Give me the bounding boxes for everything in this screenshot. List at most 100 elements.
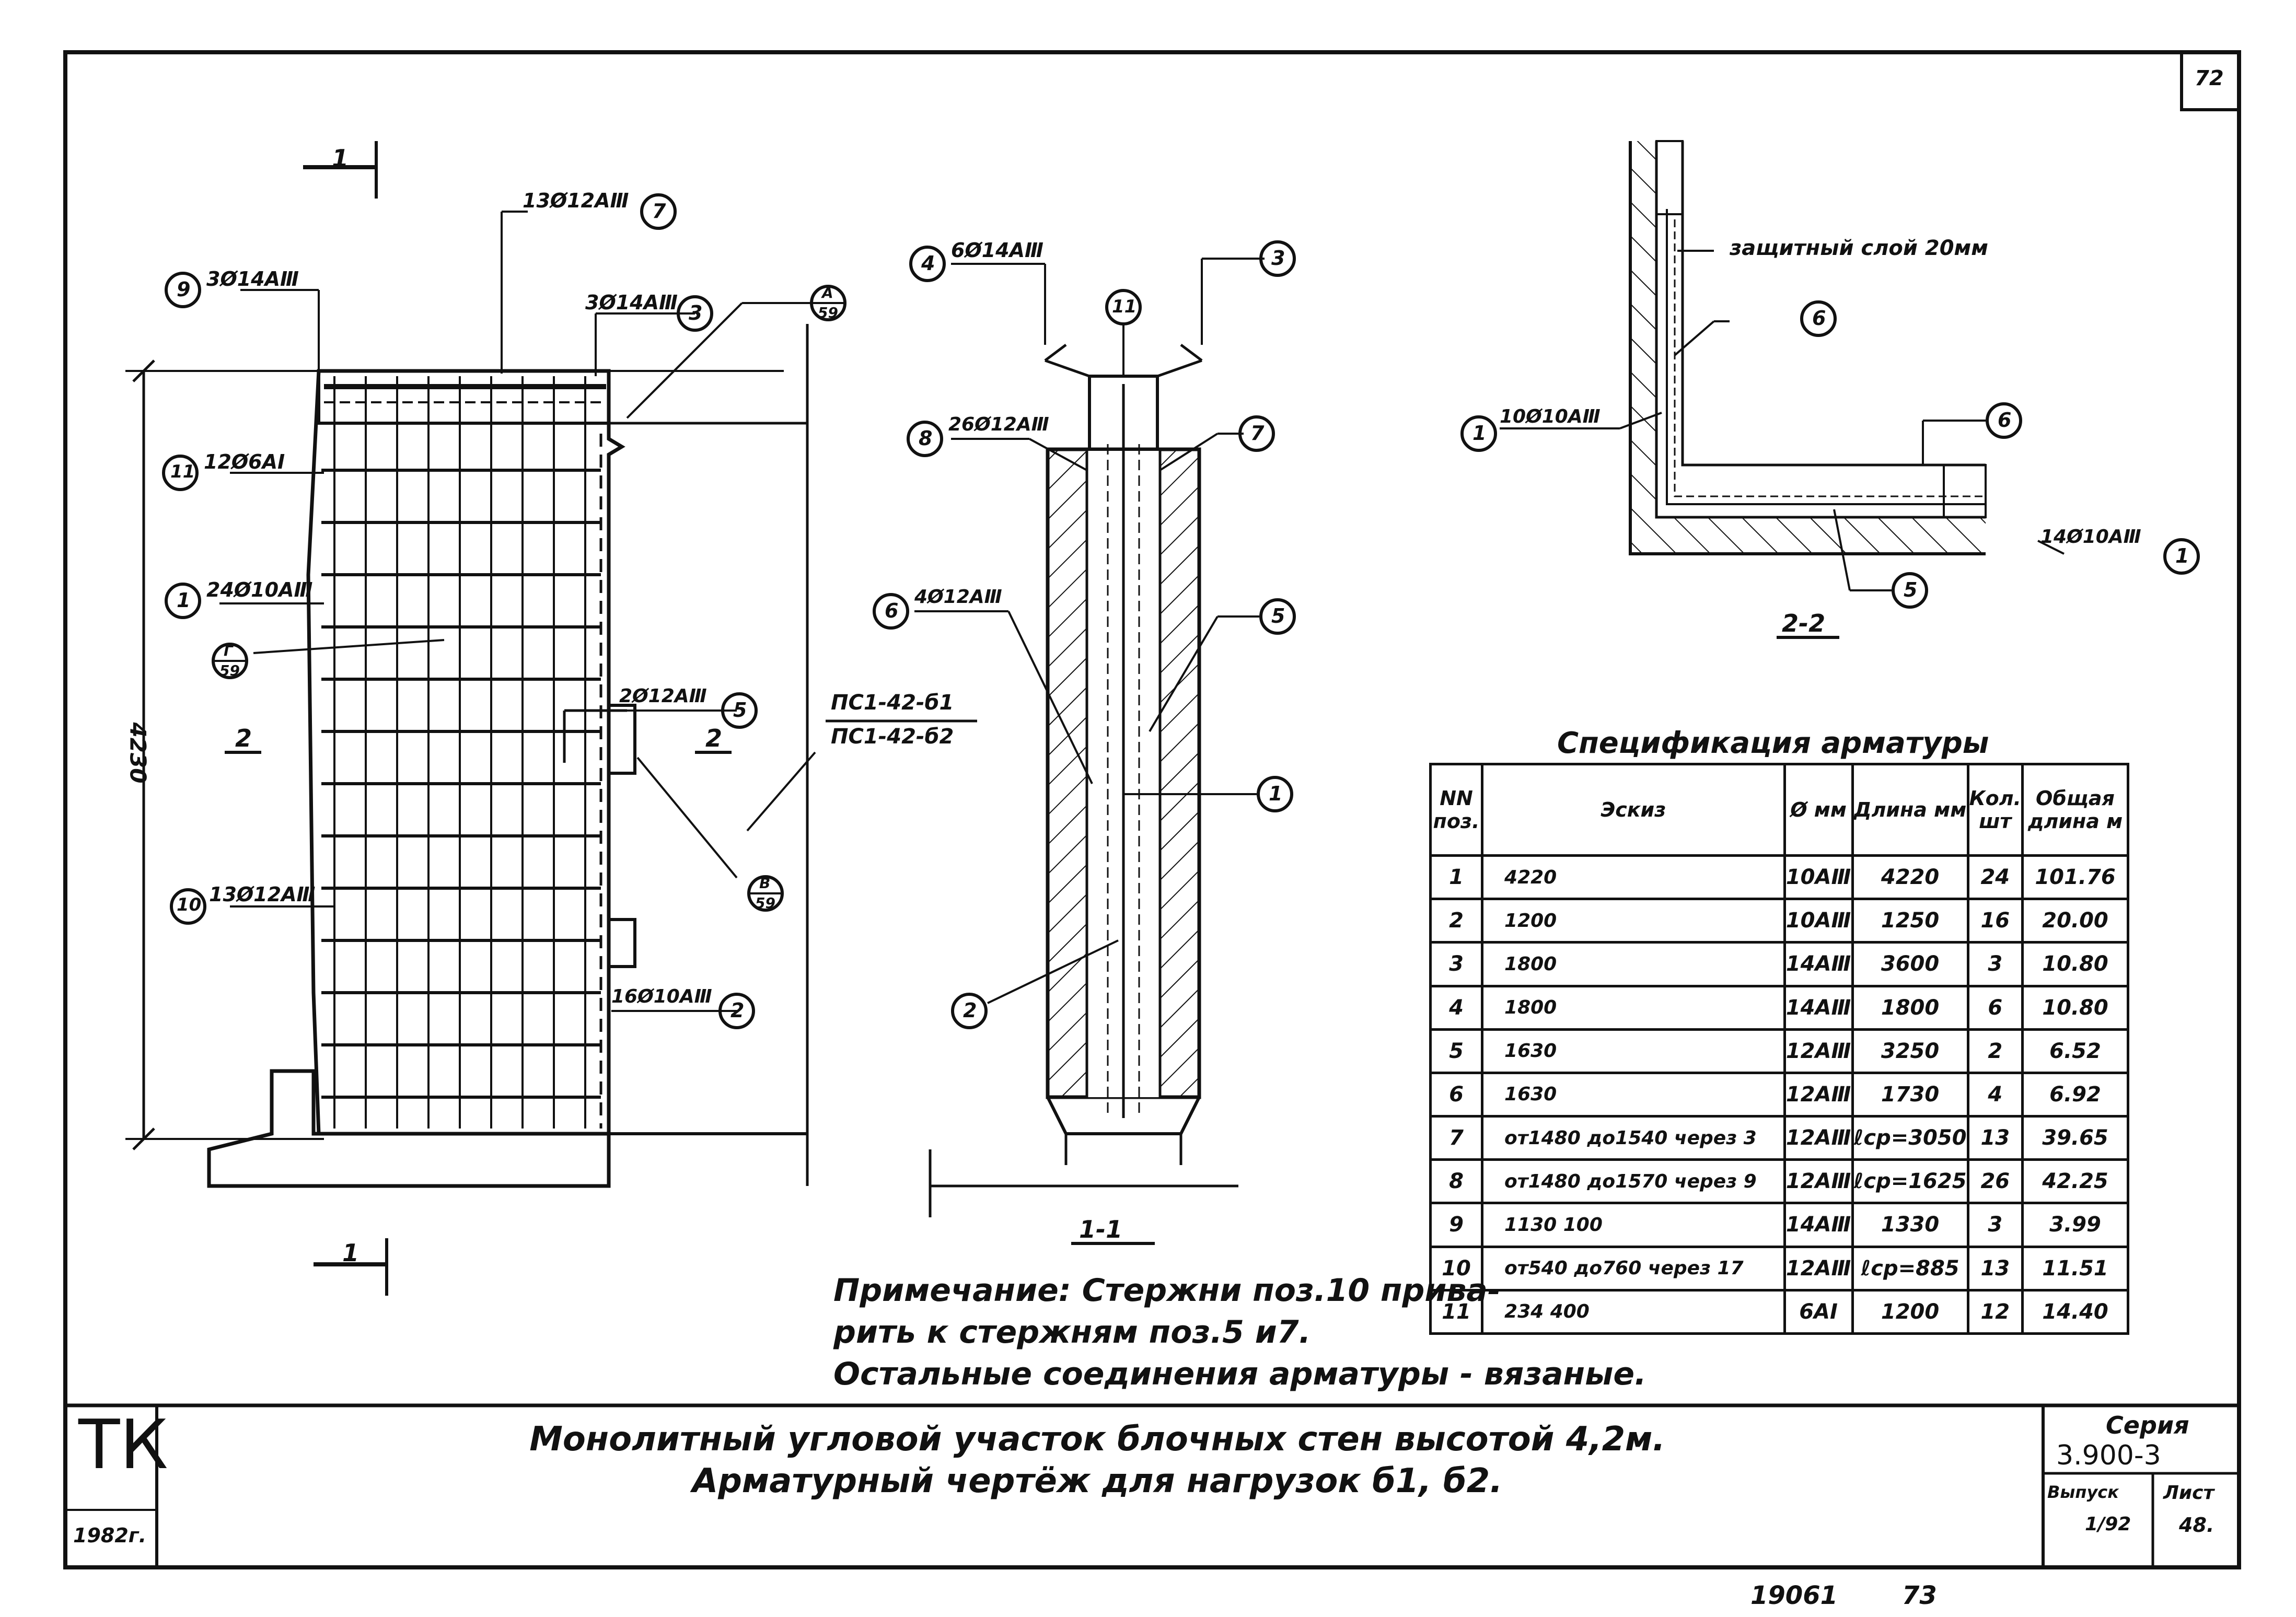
section-mark-bottom: 1 (342, 1239, 360, 1267)
cover-note: защитный слой 20мм (1730, 236, 1988, 260)
spec-cell-total: 14.40 (2021, 1288, 2129, 1335)
section-1-1-view (873, 240, 1296, 1245)
note-line-2: рить к стержням поз.5 и7. (833, 1314, 1311, 1351)
sheet-value: 48. (2179, 1514, 2214, 1537)
panel-label-2: ПС1-42-б2 (831, 725, 954, 749)
spec-cell-qty: 3 (1966, 1202, 2024, 1248)
callout-2-text: 16Ø10AⅢ (611, 986, 712, 1007)
callout-9-text: 3Ø14AⅢ (206, 267, 299, 290)
spec-cell-diameter: 12AⅢ (1783, 1245, 1854, 1292)
spec-cell-total: 3.99 (2021, 1202, 2129, 1248)
spec-cell-diameter: 6AI (1783, 1288, 1854, 1335)
s11-callout-6-number: 6 (885, 599, 899, 622)
spec-cell-diameter: 12AⅢ (1783, 1071, 1854, 1118)
callout-10-text: 13Ø12AⅢ (209, 883, 316, 906)
height-dimension: 4230 (125, 722, 151, 784)
spec-cell-total: 101.76 (2021, 854, 2129, 901)
spec-cell-pos: 2 (1429, 898, 1484, 944)
callout-3-number: 3 (689, 301, 703, 324)
spec-cell-qty: 26 (1966, 1158, 2024, 1205)
spec-header-diameter: Ø мм (1783, 763, 1854, 857)
node-v-top: В (759, 875, 771, 892)
spec-cell-sketch: 1200 (1481, 898, 1786, 944)
s11-callout-8-number: 8 (919, 427, 933, 450)
s11-callout-5-number: 5 (1271, 604, 1285, 627)
spec-cell-diameter: 10AⅢ (1783, 898, 1854, 944)
s22-callout-5-number: 5 (1904, 578, 1918, 601)
spec-cell-total: 20.00 (2021, 898, 2129, 944)
view-mark-left: 2 (235, 724, 252, 752)
spec-cell-pos: 8 (1429, 1158, 1484, 1205)
spec-header-sketch: Эскиз (1481, 763, 1786, 857)
spec-cell-pos: 3 (1429, 941, 1484, 987)
callout-5-number: 5 (733, 699, 747, 722)
series-label: Серия (2106, 1411, 2189, 1439)
spec-cell-pos: 4 (1429, 984, 1484, 1031)
s22-callout-6-number: 6 (1812, 307, 1826, 330)
node-a-top: A (822, 284, 833, 301)
spec-cell-pos: 11 (1429, 1288, 1484, 1335)
node-v-bottom: 59 (755, 894, 775, 912)
spec-cell-length: 3250 (1851, 1028, 1969, 1074)
s22-callout-1-number: 1 (1472, 422, 1487, 445)
spec-cell-length: 4220 (1851, 854, 1969, 901)
s11-callout-7-number: 7 (1250, 422, 1265, 445)
spec-header-length: Длина мм (1851, 763, 1969, 857)
spec-cell-pos: 9 (1429, 1202, 1484, 1248)
node-g-bottom: 59 (219, 662, 240, 679)
footer-archive-number: 19061 (1750, 1581, 1838, 1610)
footer-page: 73 (1902, 1581, 1937, 1610)
spec-cell-sketch: 1800 (1481, 941, 1786, 987)
spec-cell-diameter: 14AⅢ (1783, 984, 1854, 1031)
page-number: 72 (2195, 66, 2224, 90)
spec-cell-qty: 12 (1966, 1288, 2024, 1335)
spec-cell-sketch: от1480 до1570 через 9 (1481, 1158, 1786, 1205)
year: 1982г. (73, 1524, 147, 1547)
section-1-1-label: 1-1 (1079, 1215, 1123, 1243)
stamp-logo: ТК (78, 1405, 168, 1484)
s11-callout-11-number: 11 (1112, 296, 1137, 317)
view-mark-right: 2 (705, 724, 723, 752)
spec-cell-qty: 6 (1966, 984, 2024, 1031)
s22-callout-1b-number: 1 (2175, 544, 2189, 567)
spec-cell-sketch: от540 до760 через 17 (1481, 1245, 1786, 1292)
spec-cell-qty: 13 (1966, 1245, 2024, 1292)
spec-cell-length: 1330 (1851, 1202, 1969, 1248)
s22-callout-1b-text: 14Ø10AⅢ (2040, 526, 2141, 548)
spec-cell-pos: 6 (1429, 1071, 1484, 1118)
spec-cell-sketch: 1800 (1481, 984, 1786, 1031)
spec-cell-length: 1800 (1851, 984, 1969, 1031)
elevation-view (125, 141, 977, 1296)
note-block: Примечание: Стержни поз.10 прива- рить к… (833, 1270, 1646, 1395)
callout-1-text: 24Ø10AⅢ (206, 578, 313, 601)
spec-cell-length: ℓср=885 (1851, 1245, 1969, 1292)
spec-cell-qty: 2 (1966, 1028, 2024, 1074)
spec-header-nn: NN поз. (1429, 763, 1484, 857)
s11-callout-8-text: 26Ø12AⅢ (948, 414, 1049, 435)
callout-10-number: 10 (177, 894, 202, 915)
spec-cell-total: 10.80 (2021, 941, 2129, 987)
callout-5-text: 2Ø12AⅢ (619, 685, 707, 707)
callout-1-number: 1 (177, 589, 191, 612)
spec-cell-sketch: 234 400 (1481, 1288, 1786, 1335)
issue-label: Выпуск (2047, 1482, 2119, 1502)
spec-cell-pos: 1 (1429, 854, 1484, 901)
sheet-label: Лист (2163, 1482, 2214, 1504)
spec-cell-diameter: 12AⅢ (1783, 1115, 1854, 1161)
spec-cell-sketch: от1480 до1540 через 3 (1481, 1115, 1786, 1161)
s11-callout-4-text: 6Ø14AⅢ (951, 239, 1043, 262)
node-a-bottom: 59 (818, 304, 838, 321)
spec-cell-length: 3600 (1851, 941, 1969, 987)
section-2-2-view (1460, 140, 2200, 639)
spec-header-qty: Кол. шт (1966, 763, 2024, 857)
sheet-frame (63, 50, 2241, 1569)
spec-cell-qty: 3 (1966, 941, 2024, 987)
section-mark-top: 1 (332, 144, 349, 172)
spec-cell-pos: 10 (1429, 1245, 1484, 1292)
spec-cell-diameter: 12AⅢ (1783, 1028, 1854, 1074)
